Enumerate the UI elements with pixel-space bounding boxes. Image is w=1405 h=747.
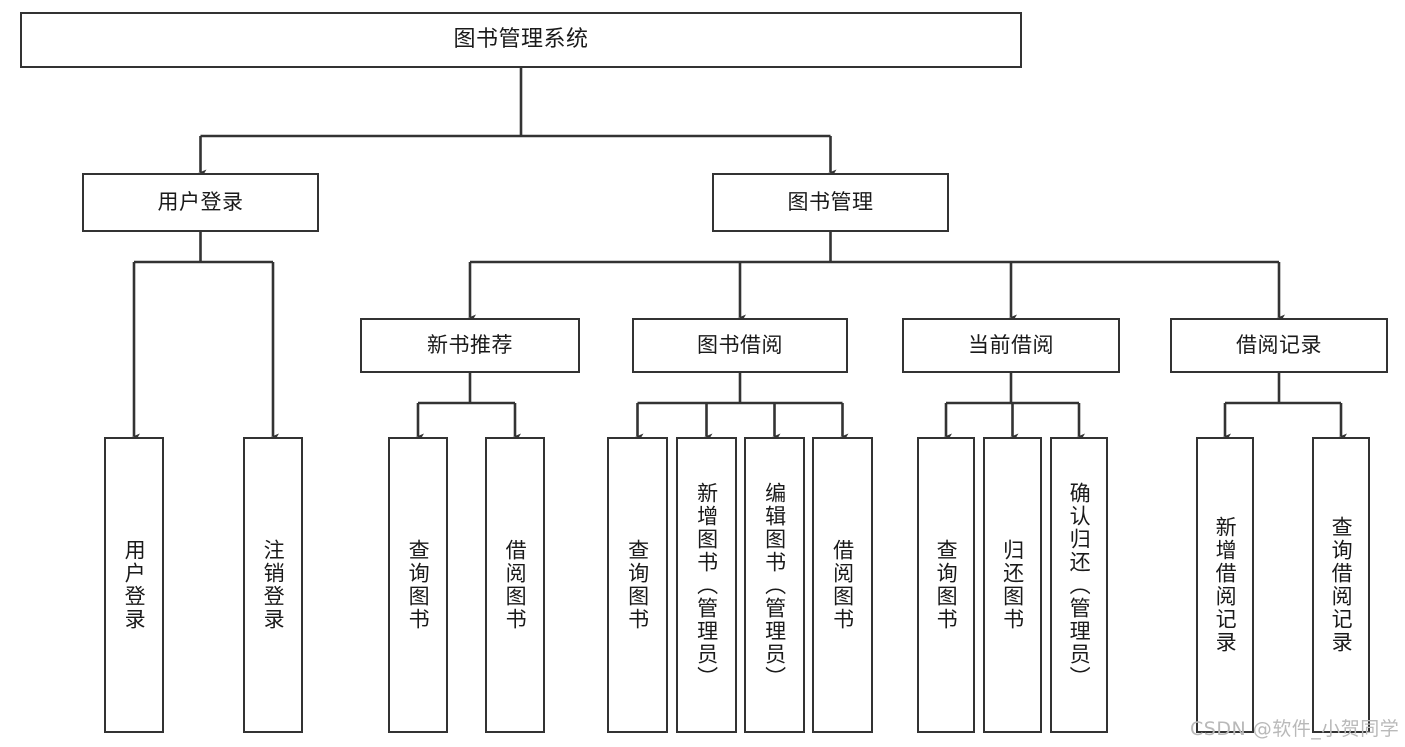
node-label: 图书管理系统 [453, 27, 589, 53]
node-leaf-borrow-3[interactable]: 编辑图书（管理员） [744, 437, 805, 733]
node-label: 新书推荐 [427, 333, 513, 358]
node-label: 查询图书 [625, 539, 650, 631]
node-label: 借阅图书 [503, 539, 528, 631]
node-leaf-cur-2[interactable]: 归还图书 [983, 437, 1042, 733]
node-label: 查询借阅记录 [1329, 516, 1354, 654]
node-leaf-new-1[interactable]: 查询图书 [388, 437, 448, 733]
node-leaf-borrow-4[interactable]: 借阅图书 [812, 437, 873, 733]
node-leaf-cur-1[interactable]: 查询图书 [917, 437, 975, 733]
node-label: 注销登录 [261, 539, 286, 631]
node-label: 用户登录 [157, 190, 244, 215]
node-leaf-cur-3[interactable]: 确认归还（管理员） [1050, 437, 1108, 733]
node-label: 确认归还（管理员） [1067, 481, 1092, 689]
node-root[interactable]: 图书管理系统 [20, 12, 1022, 68]
node-borrow[interactable]: 图书借阅 [632, 318, 848, 373]
node-label: 图书管理 [787, 190, 874, 215]
node-leaf-rec-1[interactable]: 新增借阅记录 [1196, 437, 1254, 733]
node-label: 图书借阅 [697, 333, 783, 358]
node-records[interactable]: 借阅记录 [1170, 318, 1388, 373]
node-label: 查询图书 [406, 539, 431, 631]
node-leaf-login-2[interactable]: 注销登录 [243, 437, 303, 733]
node-login[interactable]: 用户登录 [82, 173, 319, 232]
node-leaf-login-1[interactable]: 用户登录 [104, 437, 164, 733]
node-label: 借阅记录 [1236, 333, 1322, 358]
node-label: 查询图书 [934, 539, 959, 631]
node-label: 借阅图书 [830, 539, 855, 631]
node-label: 新增借阅记录 [1213, 516, 1238, 654]
node-label: 编辑图书（管理员） [762, 481, 787, 689]
node-leaf-borrow-1[interactable]: 查询图书 [607, 437, 668, 733]
node-label: 新增图书（管理员） [694, 481, 719, 689]
node-current[interactable]: 当前借阅 [902, 318, 1120, 373]
node-label: 当前借阅 [968, 333, 1054, 358]
node-bookmgmt[interactable]: 图书管理 [712, 173, 949, 232]
node-leaf-borrow-2[interactable]: 新增图书（管理员） [676, 437, 737, 733]
node-leaf-rec-2[interactable]: 查询借阅记录 [1312, 437, 1370, 733]
node-label: 归还图书 [1000, 539, 1025, 631]
watermark: CSDN @软件_小贺同学 [1190, 718, 1400, 740]
node-label: 用户登录 [122, 539, 147, 631]
node-newbook[interactable]: 新书推荐 [360, 318, 580, 373]
node-leaf-new-2[interactable]: 借阅图书 [485, 437, 545, 733]
